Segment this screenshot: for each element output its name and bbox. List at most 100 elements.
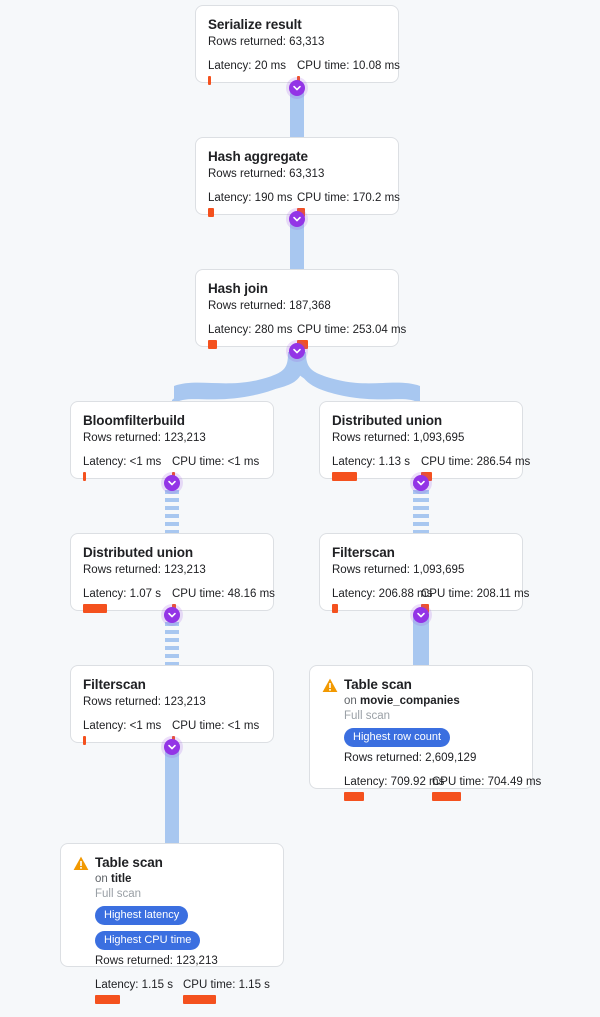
cpu-label: CPU time: 704.49 ms [432, 776, 542, 788]
node-rows-returned: Rows returned: 187,368 [208, 300, 331, 312]
edge-distributed-union-left-to-filterscan [165, 614, 179, 666]
plan-node-table-scan-title[interactable]: Table scan on title Full scan Highest la… [60, 843, 284, 1004]
latency-label: Latency: 1.15 s [95, 979, 173, 991]
latency-bar [208, 208, 214, 217]
collapse-toggle-filterscan-right[interactable] [413, 607, 429, 623]
collapse-toggle-filterscan-left[interactable] [164, 739, 180, 755]
latency-label: Latency: 709.92 ms [344, 776, 445, 788]
status-badge: Highest CPU time [95, 931, 201, 950]
node-title: Bloomfilterbuild [83, 413, 185, 428]
chevron-down-icon [293, 348, 301, 354]
plan-node-distributed-union-left[interactable]: Distributed union Rows returned: 123,213… [70, 533, 275, 613]
plan-node-distributed-union-right[interactable]: Distributed union Rows returned: 1,093,6… [319, 401, 531, 481]
latency-bar [83, 736, 86, 745]
on-label: on [95, 873, 111, 885]
collapse-toggle-serialize-result[interactable] [289, 80, 305, 96]
cpu-metric: CPU time: 253.04 ms [297, 323, 407, 349]
latency-label: Latency: <1 ms [83, 720, 162, 732]
plan-node-hash-join[interactable]: Hash join Rows returned: 187,368 Latency… [195, 269, 407, 349]
chevron-down-icon [293, 85, 301, 91]
cpu-label: CPU time: 170.2 ms [297, 192, 400, 204]
latency-bar [344, 792, 364, 801]
chevron-down-icon [417, 612, 425, 618]
edge-distributed-union-right-to-filterscan [413, 482, 429, 534]
latency-metric: Latency: <1 ms [83, 455, 172, 481]
cpu-label: CPU time: 208.11 ms [421, 588, 530, 600]
plan-node-serialize-result[interactable]: Serialize result Rows returned: 63,313 L… [195, 5, 400, 85]
node-rows-returned: Rows returned: 2,609,129 [344, 752, 477, 764]
node-title: Table scan [95, 855, 163, 870]
plan-node-bloomfilterbuild[interactable]: Bloomfilterbuild Rows returned: 123,213 … [70, 401, 274, 481]
cpu-metric: CPU time: 48.16 ms [172, 587, 275, 613]
plan-node-filterscan-left[interactable]: Filterscan Rows returned: 123,213 Latenc… [70, 665, 274, 745]
cpu-label: CPU time: 286.54 ms [421, 456, 531, 468]
node-rows-returned: Rows returned: 63,313 [208, 36, 325, 48]
status-badge: Highest row count [344, 728, 451, 747]
node-metrics: Latency: 709.92 ms CPU time: 704.49 ms [344, 775, 542, 801]
chevron-down-icon [168, 480, 176, 486]
cpu-metric: CPU time: 208.11 ms [421, 587, 530, 613]
node-metrics: Latency: <1 ms CPU time: <1 ms [83, 719, 261, 745]
on-label: on [344, 695, 360, 707]
collapse-toggle-distributed-union-left[interactable] [164, 607, 180, 623]
latency-bar [332, 472, 357, 481]
latency-bar [83, 472, 86, 481]
cpu-metric: CPU time: <1 ms [172, 455, 261, 481]
node-title: Distributed union [83, 545, 194, 560]
cpu-label: CPU time: 10.08 ms [297, 60, 400, 72]
latency-metric: Latency: 1.15 s [95, 978, 183, 1004]
latency-label: Latency: 20 ms [208, 60, 286, 72]
collapse-toggle-hash-join[interactable] [289, 343, 305, 359]
latency-label: Latency: 206.88 ms [332, 588, 433, 600]
node-rows-returned: Rows returned: 1,093,695 [332, 564, 465, 576]
node-badges: Highest row count [344, 728, 520, 747]
node-title: Hash join [208, 281, 268, 296]
collapse-toggle-distributed-union-right[interactable] [413, 475, 429, 491]
cpu-metric: CPU time: 170.2 ms [297, 191, 400, 217]
latency-label: Latency: 1.07 s [83, 588, 161, 600]
chevron-down-icon [168, 612, 176, 618]
cpu-label: CPU time: <1 ms [172, 720, 260, 732]
plan-node-hash-aggregate[interactable]: Hash aggregate Rows returned: 63,313 Lat… [195, 137, 400, 217]
plan-node-filterscan-right[interactable]: Filterscan Rows returned: 1,093,695 Late… [319, 533, 530, 613]
node-rows-returned: Rows returned: 123,213 [83, 564, 206, 576]
node-rows-returned: Rows returned: 123,213 [83, 696, 206, 708]
latency-metric: Latency: 1.13 s [332, 455, 421, 481]
latency-metric: Latency: 190 ms [208, 191, 297, 217]
cpu-label: CPU time: 48.16 ms [172, 588, 275, 600]
node-title: Serialize result [208, 17, 302, 32]
latency-metric: Latency: 206.88 ms [332, 587, 433, 613]
node-title: Filterscan [332, 545, 395, 560]
cpu-metric: CPU time: 286.54 ms [421, 455, 531, 481]
cpu-bar [432, 792, 461, 801]
latency-bar [95, 995, 120, 1004]
latency-label: Latency: 190 ms [208, 192, 293, 204]
node-metrics: Latency: 1.13 s CPU time: 286.54 ms [332, 455, 531, 481]
latency-bar [208, 76, 211, 85]
collapse-toggle-hash-aggregate[interactable] [289, 211, 305, 227]
chevron-down-icon [417, 480, 425, 486]
edge-serialize-to-hash-aggregate [290, 86, 304, 138]
warning-triangle-icon [73, 856, 89, 870]
latency-metric: Latency: <1 ms [83, 719, 172, 745]
cpu-metric: CPU time: <1 ms [172, 719, 261, 745]
node-target: on movie_companies [344, 694, 520, 709]
node-metrics: Latency: 1.07 s CPU time: 48.16 ms [83, 587, 275, 613]
edge-hash-aggregate-to-hash-join [290, 218, 304, 270]
collapse-toggle-bloomfilterbuild[interactable] [164, 475, 180, 491]
chevron-down-icon [168, 744, 176, 750]
edge-filterscan-right-to-table-scan [413, 614, 429, 666]
node-target: on title [95, 872, 271, 887]
chevron-down-icon [293, 216, 301, 222]
cpu-metric: CPU time: 10.08 ms [297, 59, 400, 85]
node-metrics: Latency: <1 ms CPU time: <1 ms [83, 455, 261, 481]
node-title: Table scan [344, 677, 412, 692]
node-badges: Highest latency Highest CPU time [95, 906, 271, 950]
cpu-label: CPU time: 253.04 ms [297, 324, 407, 336]
node-title: Filterscan [83, 677, 146, 692]
latency-metric: Latency: 20 ms [208, 59, 297, 85]
plan-node-table-scan-movie-companies[interactable]: Table scan on movie_companies Full scan … [309, 665, 541, 801]
